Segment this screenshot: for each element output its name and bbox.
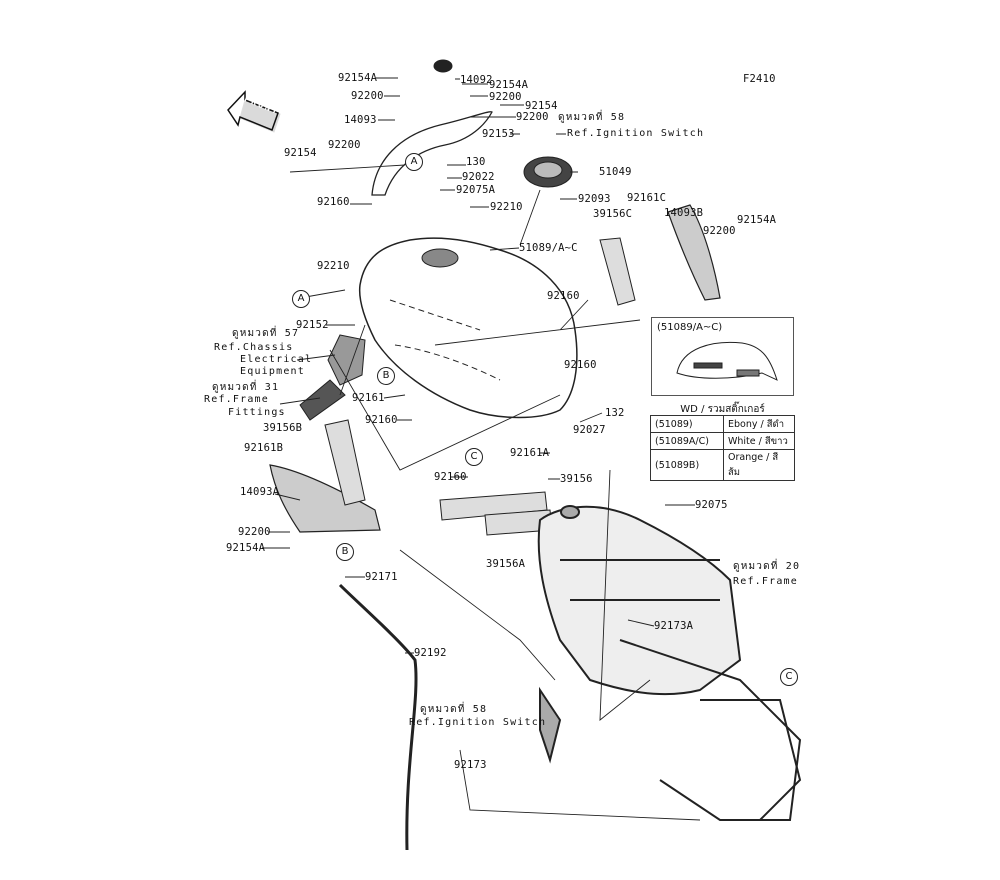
ref-chassis-3: Equipment bbox=[240, 366, 305, 377]
part-label[interactable]: 39156 bbox=[560, 473, 593, 485]
color-name: Orange / สีส้ม bbox=[723, 449, 795, 481]
part-label[interactable]: 92075 bbox=[695, 499, 728, 511]
part-label[interactable]: 92200 bbox=[351, 90, 384, 102]
part-label[interactable]: 92161B bbox=[244, 442, 284, 454]
part-label[interactable]: 92160 bbox=[434, 471, 467, 483]
ref-frame[interactable]: Ref.Frame bbox=[733, 576, 798, 587]
callout-circle-b: B bbox=[336, 543, 354, 561]
part-label[interactable]: 92160 bbox=[317, 196, 350, 208]
part-label[interactable]: 92173A bbox=[654, 620, 694, 632]
part-label[interactable]: 92161C bbox=[627, 192, 667, 204]
part-label[interactable]: 14092 bbox=[460, 74, 493, 86]
table-row: (51089B)Orange / สีส้ม bbox=[650, 449, 795, 481]
part-label[interactable]: 14093B bbox=[664, 207, 704, 219]
part-label[interactable]: 92160 bbox=[547, 290, 580, 302]
callout-circle-a: A bbox=[405, 153, 423, 171]
ref-chassis[interactable]: Ref.Chassis bbox=[214, 342, 294, 353]
part-label[interactable]: 92154A bbox=[737, 214, 777, 226]
ref-chassis-2: Electrical bbox=[240, 354, 313, 365]
part-label[interactable]: 92154A bbox=[489, 79, 529, 91]
part-label[interactable]: 92154 bbox=[525, 100, 558, 112]
part-label[interactable]: 92161A bbox=[510, 447, 550, 459]
part-code: (51089) bbox=[650, 415, 724, 433]
part-label[interactable]: 92210 bbox=[317, 260, 350, 272]
diagram-code: F2410 bbox=[743, 73, 776, 85]
part-label[interactable]: 92171 bbox=[365, 571, 398, 583]
part-label[interactable]: 14093A bbox=[240, 486, 280, 498]
part-label[interactable]: 92173 bbox=[454, 759, 487, 771]
ref-ignition-bottom[interactable]: Ref.Ignition Switch bbox=[409, 717, 547, 728]
color-name: White / สีขาว bbox=[723, 432, 795, 450]
tank-thumbnail bbox=[676, 341, 778, 381]
part-label[interactable]: 51049 bbox=[599, 166, 632, 178]
table-row: (51089A/C)White / สีขาว bbox=[650, 432, 795, 450]
callout-circle-a: A bbox=[292, 290, 310, 308]
tank-variant-inset: (51089/A~C) bbox=[651, 317, 794, 396]
part-label[interactable]: 39156B bbox=[263, 422, 303, 434]
part-label[interactable]: 39156A bbox=[486, 558, 526, 570]
callout-circle-c: C bbox=[465, 448, 483, 466]
part-label[interactable]: 132 bbox=[605, 407, 625, 419]
part-label[interactable]: 92200 bbox=[516, 111, 549, 123]
callout-circle-b: B bbox=[377, 367, 395, 385]
part-label[interactable]: 92154A bbox=[338, 72, 378, 84]
part-label[interactable]: 92210 bbox=[490, 201, 523, 213]
frame-drawing bbox=[537, 505, 802, 821]
inset-caption: WD / รวมสติ๊กเกอร์ bbox=[680, 404, 765, 415]
part-label[interactable]: 92200 bbox=[703, 225, 736, 237]
ref-ignition-top-thai: ดูหมวดที่ 58 bbox=[558, 112, 626, 123]
inset-title: (51089/A~C) bbox=[657, 322, 723, 333]
color-table: (51089)Ebony / สีดำ (51089A/C)White / สี… bbox=[650, 415, 795, 481]
ref-frame-thai: ดูหมวดที่ 20 bbox=[733, 561, 801, 572]
part-label[interactable]: 130 bbox=[466, 156, 486, 168]
part-label[interactable]: 92075A bbox=[456, 184, 496, 196]
front-arrow-icon bbox=[227, 90, 281, 133]
part-label[interactable]: 14093 bbox=[344, 114, 377, 126]
part-label[interactable]: 92154A bbox=[226, 542, 266, 554]
part-label[interactable]: 92200 bbox=[238, 526, 271, 538]
part-label[interactable]: 92160 bbox=[564, 359, 597, 371]
part-label[interactable]: 92022 bbox=[462, 171, 495, 183]
ref-chassis-thai: ดูหมวดที่ 57 bbox=[232, 328, 300, 339]
part-label[interactable]: 39156C bbox=[593, 208, 633, 220]
part-label[interactable]: 92027 bbox=[573, 424, 606, 436]
part-code: (51089A/C) bbox=[650, 432, 724, 450]
ref-ignition-top[interactable]: Ref.Ignition Switch bbox=[567, 128, 705, 139]
ref-frame-fittings-2: Fittings bbox=[228, 407, 286, 418]
part-label[interactable]: 92192 bbox=[414, 647, 447, 659]
part-label[interactable]: 92200 bbox=[489, 91, 522, 103]
callout-circle-c: C bbox=[780, 668, 798, 686]
ref-frame-fittings[interactable]: Ref.Frame bbox=[204, 394, 269, 405]
part-label[interactable]: 92152 bbox=[296, 319, 329, 331]
table-row: (51089)Ebony / สีดำ bbox=[650, 415, 795, 433]
part-label[interactable]: 92154 bbox=[284, 147, 317, 159]
ref-ignition-bottom-thai: ดูหมวดที่ 58 bbox=[420, 704, 488, 715]
part-code: (51089B) bbox=[650, 449, 724, 481]
color-name: Ebony / สีดำ bbox=[723, 415, 795, 433]
part-label[interactable]: 92153 bbox=[482, 128, 515, 140]
part-label[interactable]: 92093 bbox=[578, 193, 611, 205]
part-label[interactable]: 92160 bbox=[365, 414, 398, 426]
ref-frame-fittings-thai: ดูหมวดที่ 31 bbox=[212, 382, 280, 393]
part-label[interactable]: 51089/A~C bbox=[519, 242, 578, 254]
part-label[interactable]: 92200 bbox=[328, 139, 361, 151]
part-label[interactable]: 92161 bbox=[352, 392, 385, 404]
